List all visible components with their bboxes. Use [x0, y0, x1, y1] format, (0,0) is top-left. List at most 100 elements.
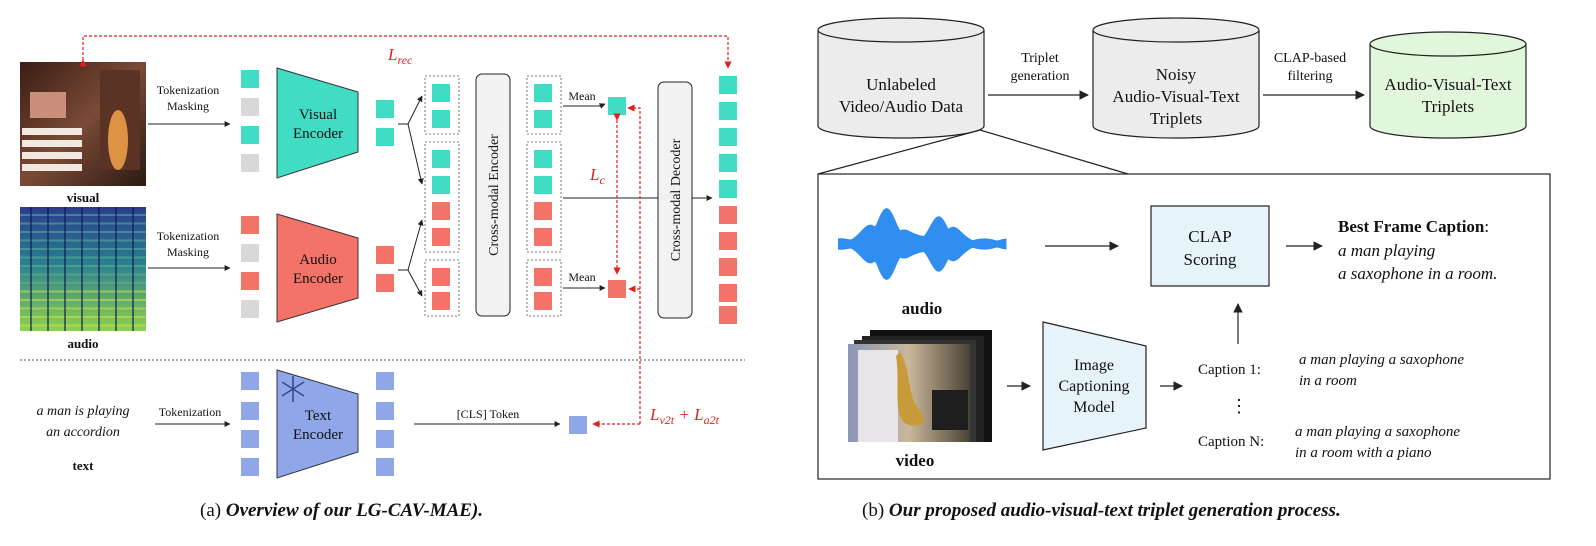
audio-input-tokens	[241, 216, 259, 318]
caption-1-label: Caption 1:	[1198, 362, 1261, 378]
audio-mean-token	[608, 280, 626, 298]
visual-image	[20, 62, 146, 186]
caption-left-title: Overview of our LG-CAV-MAE).	[225, 500, 484, 521]
text-feature-tokens	[376, 372, 394, 476]
audio-label: audio	[67, 336, 98, 351]
visual-feature-token	[376, 128, 394, 146]
cross-modal-decoder	[657, 81, 693, 319]
best-caption-line-1: a man playing	[1338, 241, 1435, 260]
audio-waveform	[837, 208, 1007, 280]
caption-left: (a) Overview of our LG-CAV-MAE).	[200, 500, 483, 522]
text-encoder-label-2: Encoder	[293, 427, 343, 443]
spectrogram-onset	[64, 207, 66, 331]
spectrogram-onset	[30, 207, 32, 331]
cross-output-groups	[526, 75, 562, 317]
caption-right-prefix: (b)	[862, 500, 889, 521]
arrow-1-label-2: generation	[1010, 69, 1069, 84]
audio-feature-token	[376, 246, 394, 264]
loss-rec: Lrec	[387, 45, 413, 67]
mean-label-visual: Mean	[568, 89, 595, 103]
loss-v2t-a2t: Lv2t + La2t	[649, 405, 720, 427]
captioner-label-2: Captioning	[1058, 378, 1129, 395]
caption-right: (b) Our proposed audio-visual-text tripl…	[862, 500, 1341, 522]
caption-1-line-1: a man playing a saxophone	[1299, 352, 1464, 368]
cross-modal-encoder	[475, 73, 511, 317]
snowflake-icon	[281, 376, 305, 402]
clap-label-1: CLAP	[1188, 227, 1231, 246]
cylinder-2-line-1: Noisy	[1156, 65, 1197, 84]
text-encoder	[276, 369, 359, 479]
cylinder-noisy-triplets	[1092, 17, 1260, 139]
tokenization-label-visual: Tokenization	[157, 83, 219, 97]
cylinder-unlabeled-data	[817, 17, 985, 139]
caption-left-prefix: (a)	[200, 500, 226, 521]
audio-encoder	[276, 213, 359, 323]
visual-encoder	[276, 67, 359, 179]
arrow-2-label-2: filtering	[1287, 69, 1332, 84]
text-input-line-1: a man is playing	[37, 404, 130, 419]
arrow-2-label-1: CLAP-based	[1274, 51, 1346, 66]
cross-modal-decoder-label: Cross-modal Decoder	[669, 138, 684, 261]
left-panel: visual audio Tokenization Masking Tokeni…	[20, 35, 745, 479]
spectrogram-onset	[132, 207, 134, 331]
v2t-link	[627, 104, 641, 424]
caption-1-line-2: in a room	[1299, 373, 1357, 389]
cylinder-3-line-1: Audio-Visual-Text	[1384, 75, 1511, 94]
mean-label-audio: Mean	[568, 270, 595, 284]
cross-input-tokens	[432, 84, 450, 310]
right-panel: Unlabeled Video/Audio Data Triplet gener…	[817, 17, 1551, 480]
captioner-label-3: Model	[1073, 399, 1115, 416]
best-caption-title: Best Frame Caption:	[1338, 217, 1489, 236]
loss-c: Lc	[589, 165, 605, 187]
audio-waveform-label: audio	[902, 299, 943, 318]
tokenization-label-audio: Tokenization	[157, 229, 219, 243]
audio-encoder-label-1: Audio	[299, 252, 337, 268]
spectrogram-onset	[115, 207, 117, 331]
visual-feature-token	[376, 100, 394, 118]
cross-output-tokens	[534, 84, 552, 310]
caption-n-line-2: in a room with a piano	[1295, 445, 1432, 461]
spectrogram-onset	[47, 207, 49, 331]
cross-modal-encoder-label: Cross-modal Encoder	[487, 134, 502, 256]
arrow-1-label-1: Triplet	[1021, 51, 1059, 66]
cylinder-2-line-2: Audio-Visual-Text	[1112, 87, 1239, 106]
visual-input-tokens	[241, 70, 259, 172]
captioner-label-1: Image	[1074, 357, 1114, 374]
visual-encoder-label-1: Visual	[299, 107, 337, 123]
text-encoder-label-1: Text	[305, 408, 332, 424]
visual-encoder-label-2: Encoder	[293, 126, 343, 142]
cylinder-3-line-2: Triplets	[1422, 97, 1474, 116]
zoom-lines	[817, 129, 1129, 175]
branch-arrows	[398, 95, 424, 297]
masking-label-visual: Masking	[167, 99, 209, 113]
text-cls-token	[569, 416, 587, 434]
caption-ellipsis: ⋮	[1230, 396, 1248, 416]
audio-encoder-label-2: Encoder	[293, 271, 343, 287]
cylinder-1-line-1: Unlabeled	[866, 75, 936, 94]
cylinder-2-line-3: Triplets	[1150, 109, 1202, 128]
spectrogram-onset	[98, 207, 100, 331]
text-input-tokens	[241, 372, 259, 476]
caption-right-title: Our proposed audio-visual-text triplet g…	[888, 500, 1341, 521]
cylinder-1-line-2: Video/Audio Data	[839, 97, 964, 116]
audio-spectrogram	[20, 207, 146, 331]
reconstruction-link	[79, 35, 732, 69]
video-label: video	[896, 451, 935, 470]
text-label: text	[73, 458, 95, 473]
audio-feature-token	[376, 274, 394, 292]
masking-label-audio: Masking	[167, 245, 209, 259]
spectrogram-onset	[81, 207, 83, 331]
visual-mean-token	[608, 97, 626, 115]
reconstructed-tokens	[719, 76, 737, 324]
caption-n-label: Caption N:	[1198, 434, 1264, 450]
text-input-line-2: an accordion	[46, 425, 120, 440]
token-groups	[424, 75, 460, 317]
best-caption-line-2: a saxophone in a room.	[1338, 264, 1497, 283]
cls-token-label: [CLS] Token	[457, 407, 520, 421]
clap-label-2: Scoring	[1184, 250, 1237, 269]
video-frames	[848, 330, 992, 442]
visual-label: visual	[67, 190, 100, 205]
cylinder-final-triplets	[1369, 31, 1527, 139]
image-captioning-model	[1042, 321, 1147, 451]
